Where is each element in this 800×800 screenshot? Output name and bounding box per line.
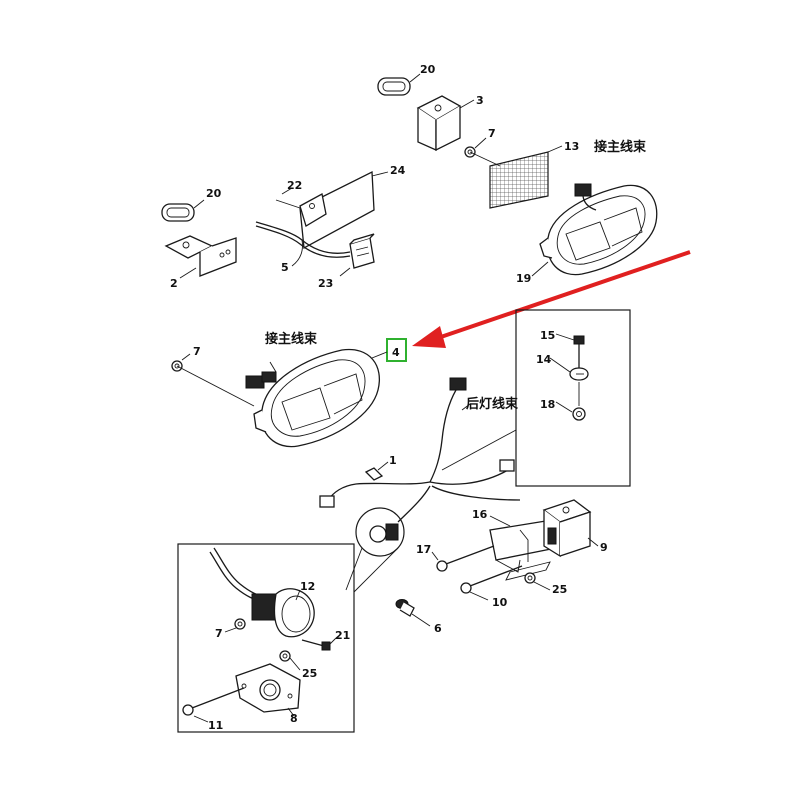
callout-15: 15 (540, 329, 555, 342)
tail-lamp-19 (539, 184, 658, 276)
callout-24: 24 (390, 164, 406, 177)
plate-24 (299, 170, 375, 250)
nut-25-right (524, 572, 536, 584)
nut-18 (572, 407, 586, 421)
callout-20-top: 20 (420, 63, 436, 76)
reflector-13 (489, 151, 549, 209)
reflector-cap-left (161, 203, 195, 222)
callout-22: 22 (287, 179, 302, 192)
callout-7-left: 7 (193, 345, 201, 358)
callout-11: 11 (208, 719, 223, 732)
callout-25-detail: 25 (302, 667, 317, 680)
detail-circle-marker (355, 507, 405, 557)
switch-9 (542, 499, 592, 558)
clip-1 (364, 467, 384, 481)
tail-lamp-4 (253, 348, 380, 448)
callout-25-right: 25 (552, 583, 567, 596)
callout-5: 5 (281, 261, 289, 274)
callout-20-left: 20 (206, 187, 222, 200)
motor-12 (251, 588, 315, 638)
rear-light-harness-label: 后灯线束 (466, 396, 519, 412)
main-harness-label-left: 接主线束 (265, 331, 318, 347)
callout-6: 6 (434, 622, 442, 635)
callout-4: 4 (392, 346, 400, 359)
callout-23: 23 (318, 277, 333, 290)
callout-3: 3 (476, 94, 484, 107)
callout-10: 10 (492, 596, 508, 609)
bracket-2 (164, 235, 237, 277)
detail-frame-left (177, 543, 355, 733)
callout-7-top: 7 (488, 127, 496, 140)
wire-5 (255, 221, 351, 267)
callout-21: 21 (335, 629, 350, 642)
callout-12: 12 (300, 580, 315, 593)
nut-7-detail (234, 618, 246, 630)
callout-18: 18 (540, 398, 555, 411)
callout-13: 13 (564, 140, 579, 153)
nut-25-detail (279, 650, 291, 662)
bolt-10 (460, 565, 523, 594)
reflector-cap-top (377, 77, 411, 96)
callout-19: 19 (516, 272, 531, 285)
harness-connector-left (319, 495, 335, 508)
callout-7-detail: 7 (215, 627, 223, 640)
detail-frame-right (515, 309, 631, 487)
harness-connector-right (499, 459, 515, 472)
red-pointer-arrow (412, 250, 691, 348)
bracket-3 (416, 95, 462, 152)
callout-4-highlight (386, 338, 407, 362)
callout-14: 14 (536, 353, 552, 366)
mount-plate-8 (235, 663, 301, 713)
callout-8: 8 (290, 712, 298, 725)
callout-17: 17 (416, 543, 431, 556)
bolt-11 (182, 687, 245, 716)
connector-23 (349, 233, 375, 269)
callout-16: 16 (472, 508, 488, 521)
bracket-plate-small (299, 193, 327, 227)
callout-2: 2 (170, 277, 178, 290)
lamp-connector-left (245, 371, 277, 389)
lamp-connector-right (574, 183, 597, 211)
bolt-17 (436, 545, 495, 572)
callout-1: 1 (389, 454, 397, 467)
callout-9: 9 (600, 541, 608, 554)
washer-plate (505, 561, 551, 581)
clamp-14 (569, 367, 589, 381)
main-harness-label-right: 接主线束 (594, 139, 647, 155)
bolt-15 (573, 335, 585, 368)
part-6 (395, 599, 415, 617)
bolt-21 (301, 639, 331, 651)
